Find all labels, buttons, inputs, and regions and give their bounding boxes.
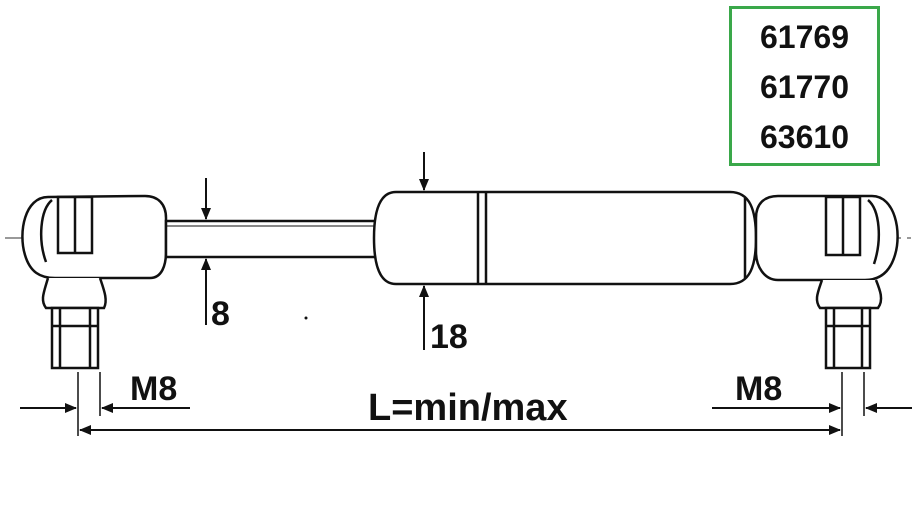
part-number-2: 61770 — [760, 69, 849, 105]
right-eye-fitting — [754, 194, 899, 370]
part-number-3: 63610 — [760, 119, 849, 155]
piston-rod — [164, 219, 380, 259]
left-thread-label: M8 — [130, 370, 177, 408]
part-number-1: 61769 — [760, 19, 849, 55]
extension-lines — [77, 372, 865, 436]
part-number-box: 61769 61770 63610 — [729, 6, 880, 166]
length-label: L=min/max — [368, 387, 568, 429]
rod-diameter-label: 8 — [211, 295, 230, 333]
body-diameter-label: 18 — [430, 318, 468, 356]
cylinder-body — [372, 190, 758, 286]
left-eye-fitting — [21, 194, 168, 370]
speck — [304, 316, 308, 320]
right-thread-label: M8 — [735, 370, 782, 408]
